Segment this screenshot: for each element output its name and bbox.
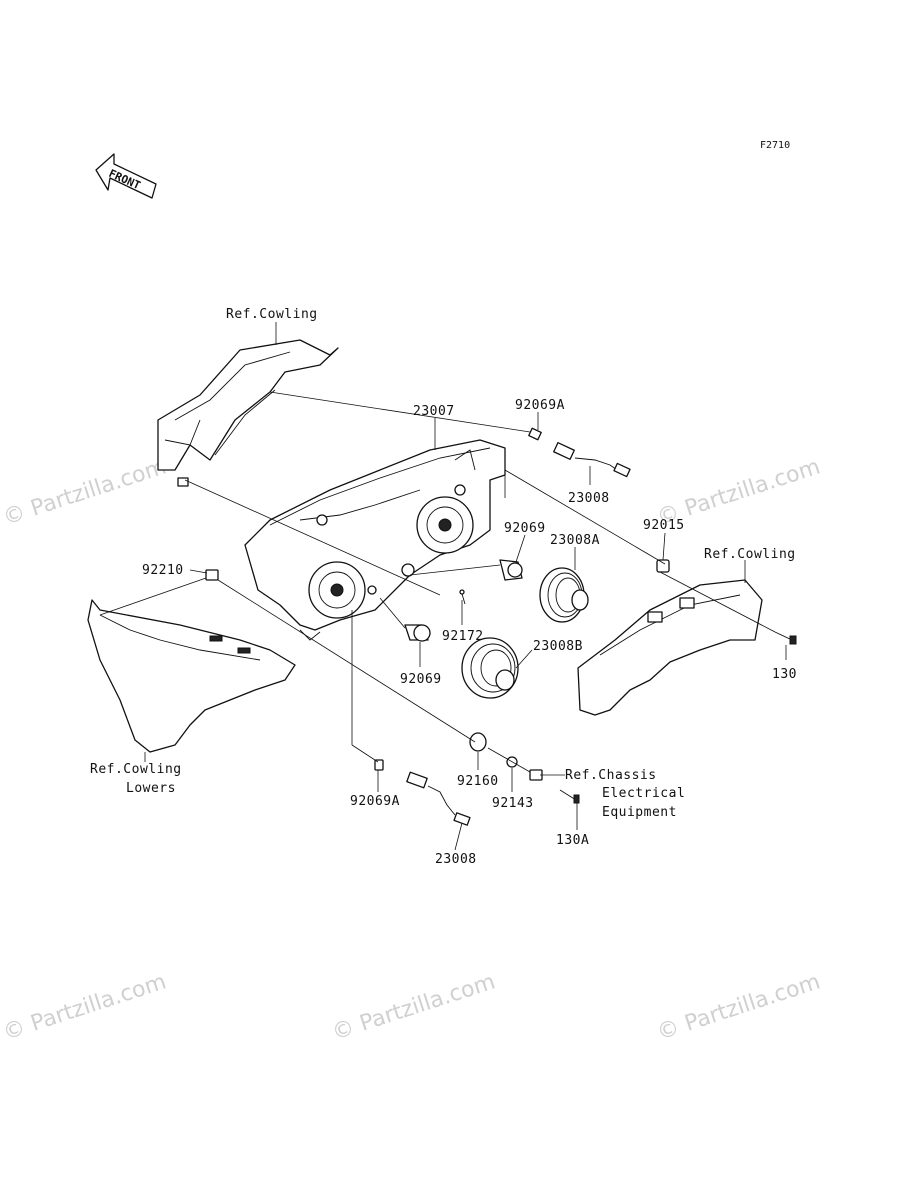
part-92069-left-label: 92069 [400,672,442,687]
socket-23008-top [553,442,631,478]
part-23008a-label: 23008A [550,533,600,548]
cover-23008a [539,567,589,623]
part-23008-top-label: 23008 [568,491,610,506]
leader-lines [99,322,787,851]
part-130-label: 130 [772,667,797,682]
part-92069a-top-label: 92069A [515,398,565,413]
part-23008-bottom-label: 23008 [435,852,477,867]
bolt-130a [559,789,580,804]
ref-cowling-lowers-label-line2: Lowers [126,781,176,796]
part-23008b-label: 23008B [533,639,583,654]
cover-23008b [461,637,519,699]
socket-23008-bottom [406,771,471,826]
upper-cowling [157,339,339,487]
bulb-92069a-top [528,427,542,441]
ref-chassis-label-line3: Equipment [602,805,677,820]
bulb-92069-left [404,624,431,642]
watermark: © Partzilla.com [0,454,169,530]
part-92069a-bottom-label: 92069A [350,794,400,809]
cowling-right [577,579,763,716]
bolt-130 [774,631,797,645]
watermark: © Partzilla.com [329,969,498,1045]
ref-chassis-label-line2: Electrical [602,786,685,801]
ref-chassis-label-line1: Ref.Chassis [565,768,657,783]
ref-cowling-top-label: Ref.Cowling [226,307,318,322]
ref-cowling-lowers-label-line1: Ref.Cowling [90,762,182,777]
grommet-92015 [656,559,670,573]
part-92143-label: 92143 [492,796,534,811]
watermark: © Partzilla.com [654,969,823,1045]
callouts: Ref.Cowling 23007 92069A 23008 92069 230… [90,307,797,867]
part-92015-label: 92015 [643,518,685,533]
small-parts [205,427,797,826]
ref-cowling-right-label: Ref.Cowling [704,547,796,562]
screw-92172 [459,589,466,605]
part-130a-label: 130A [556,833,589,848]
bulb-92069-right [499,559,523,581]
part-23007-label: 23007 [413,404,455,419]
part-92172-label: 92172 [442,629,484,644]
watermark: © Partzilla.com [0,969,169,1045]
grommet-92160 [469,732,487,752]
diagram-code: F2710 [760,140,790,151]
part-92160-label: 92160 [457,774,499,789]
cowling-lower [87,599,296,753]
nut-92210 [205,569,219,581]
part-92210-label: 92210 [142,563,184,578]
part-92069-right-label: 92069 [504,521,546,536]
front-arrow-icon: FRONT [95,153,157,199]
headlight-housing [244,439,506,641]
bulb-92069a-bottom [374,759,384,771]
